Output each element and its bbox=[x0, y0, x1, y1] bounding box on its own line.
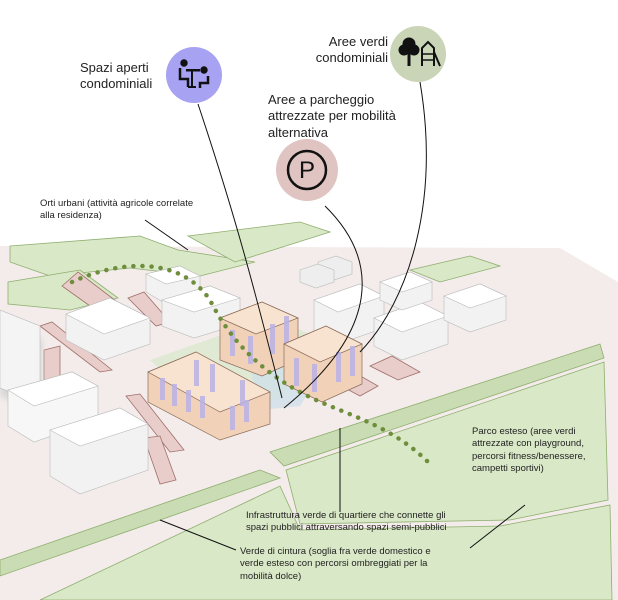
label-park: Parco esteso (aree verdi attrezzate con … bbox=[472, 426, 586, 475]
label-green-infrastructure: Infrastruttura verde di quartiere che co… bbox=[246, 510, 447, 534]
label-green-areas: Aree verdi condominiali bbox=[315, 34, 388, 66]
building bbox=[379, 271, 433, 311]
urban-garden-strip-4 bbox=[408, 255, 502, 283]
building bbox=[65, 297, 151, 361]
green-belt bbox=[0, 469, 282, 577]
label-urban-gardens: Orti urbani (attività agricole correlate… bbox=[40, 198, 194, 222]
proposed-building-left bbox=[147, 351, 271, 441]
building bbox=[299, 255, 353, 289]
label-belt-green: Verde di cintura (soglia fra verde domes… bbox=[240, 546, 431, 582]
proposed-buildings bbox=[147, 301, 363, 441]
green-belt-2 bbox=[269, 343, 605, 467]
leader-lines bbox=[144, 81, 526, 551]
building bbox=[49, 407, 149, 495]
existing-buildings bbox=[0, 255, 507, 495]
building bbox=[443, 283, 507, 333]
proposed-building-center bbox=[219, 301, 299, 377]
label-parking: Aree a parcheggio attrezzate per mobilit… bbox=[268, 92, 396, 140]
parking-icon: P bbox=[276, 139, 338, 201]
tree-and-playground-icon bbox=[390, 26, 446, 82]
park-area-lower bbox=[39, 485, 613, 600]
people-at-table-icon bbox=[166, 47, 222, 103]
label-open-spaces: Spazi aperti condominiali bbox=[80, 60, 153, 92]
urban-garden-strip-2 bbox=[186, 221, 332, 263]
park-area-upper bbox=[285, 361, 609, 525]
green-infrastructure-path bbox=[69, 263, 435, 469]
parking-letter: P bbox=[299, 157, 315, 184]
